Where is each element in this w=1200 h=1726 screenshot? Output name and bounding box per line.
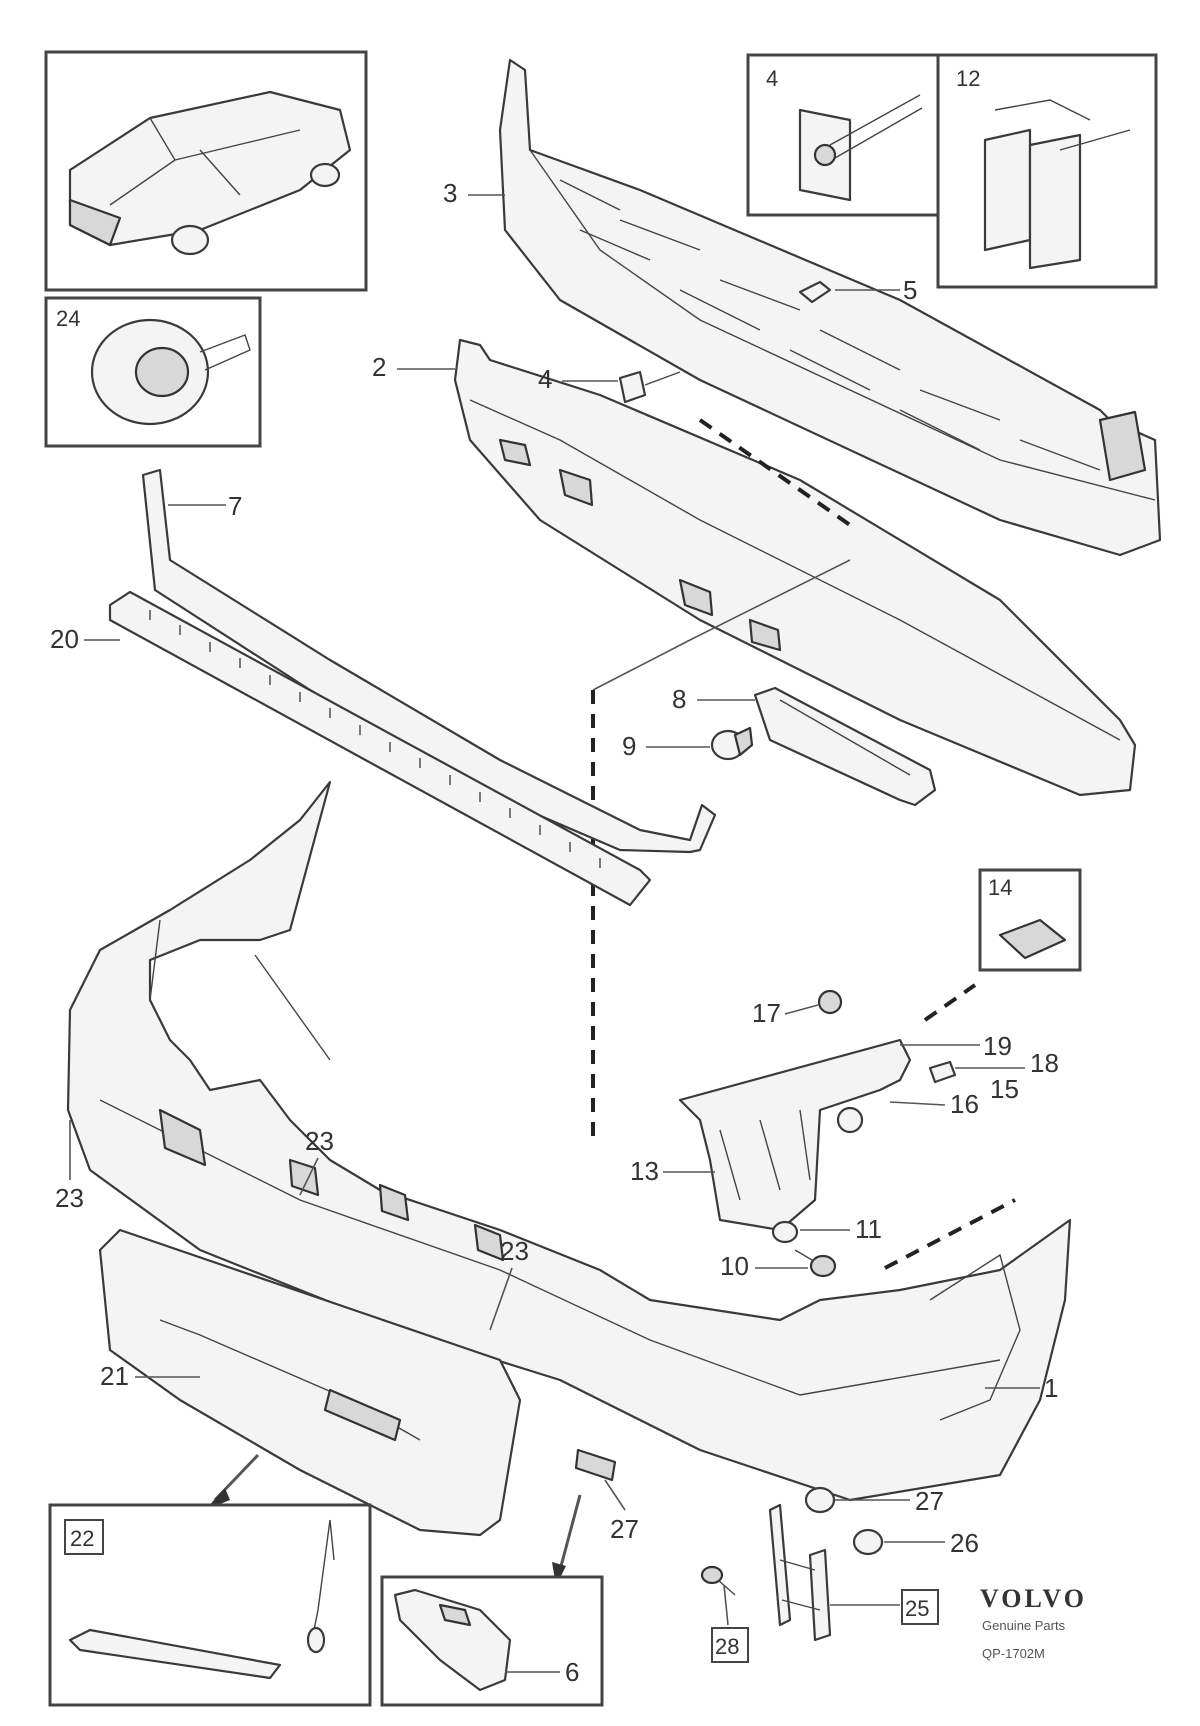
part-18-bolt <box>928 1060 957 1084</box>
part-10-screw <box>794 1249 837 1278</box>
part-9-grommet <box>710 726 754 761</box>
inset-24-tape-roll: 24 <box>44 296 262 448</box>
callout-22: 22 <box>70 1526 94 1551</box>
callout-4-inset: 4 <box>766 66 778 91</box>
callout-18: 18 <box>1030 1048 1059 1078</box>
callout-1: 1 <box>1044 1373 1058 1403</box>
callout-7: 7 <box>228 491 242 521</box>
callout-14: 14 <box>988 875 1012 900</box>
callout-10: 10 <box>720 1251 749 1281</box>
part-8-bracket <box>753 686 937 807</box>
part-27-clip <box>804 1486 836 1514</box>
inset-22: 22 <box>48 1503 372 1707</box>
callout-3: 3 <box>443 178 457 208</box>
callout-13: 13 <box>630 1156 659 1186</box>
callout-11: 11 <box>855 1214 882 1244</box>
callout-17: 17 <box>752 998 781 1028</box>
callout-12: 12 <box>956 66 980 91</box>
part-4-fastener <box>618 370 681 404</box>
inset-6: 6 <box>380 1575 604 1707</box>
assembly-line-14 <box>923 983 977 1022</box>
inset-car-overview <box>44 50 368 292</box>
callout-23-left: 23 <box>55 1183 84 1213</box>
callout-2: 2 <box>372 352 386 382</box>
callout-27-lower: 27 <box>610 1514 639 1544</box>
inset-14: 14 <box>978 868 1082 972</box>
brand-block: VOLVO Genuine Parts QP-1702M <box>980 1584 1087 1661</box>
callout-20: 20 <box>50 624 79 654</box>
diagram-code: QP-1702M <box>982 1646 1045 1661</box>
callout-24: 24 <box>56 306 80 331</box>
callout-8: 8 <box>672 684 686 714</box>
callout-28: 28 <box>715 1634 739 1659</box>
callout-15: 15 <box>990 1074 1019 1104</box>
brand-subtitle: Genuine Parts <box>982 1618 1066 1633</box>
part-28-screw <box>700 1565 736 1596</box>
callout-21: 21 <box>100 1361 129 1391</box>
part-1-bumper-cover <box>66 780 1072 1502</box>
part-5-clip <box>798 280 832 304</box>
callout-9: 9 <box>622 731 636 761</box>
part-25-bracket <box>768 1503 832 1642</box>
inset-4-12: 4 12 <box>746 53 1158 289</box>
part-11-washer <box>771 1220 799 1244</box>
callout-16: 16 <box>950 1089 979 1119</box>
part-21-lower-panel <box>98 1228 522 1537</box>
callout-6-inset: 6 <box>565 1657 579 1687</box>
brand-name: VOLVO <box>980 1584 1087 1613</box>
assembly-line-upper <box>698 418 852 527</box>
part-17-nut <box>817 989 843 1015</box>
callout-23-upper: 23 <box>305 1126 334 1156</box>
callout-4: 4 <box>538 364 552 394</box>
part-2-carrier <box>453 338 1137 797</box>
callout-25: 25 <box>905 1596 929 1621</box>
callout-5: 5 <box>903 275 917 305</box>
part-3-energy-absorber <box>498 58 1162 557</box>
callout-27: 27 <box>915 1486 944 1516</box>
part-20-sill-guard <box>108 590 652 907</box>
part-26-plug <box>852 1528 884 1556</box>
assembly-line-right <box>884 1198 1016 1270</box>
callout-23-center: 23 <box>500 1236 529 1266</box>
part-13-mounting-bracket <box>678 1038 912 1232</box>
callout-26: 26 <box>950 1528 979 1558</box>
part-6-reflector <box>574 1448 617 1482</box>
callout-19: 19 <box>983 1031 1012 1061</box>
